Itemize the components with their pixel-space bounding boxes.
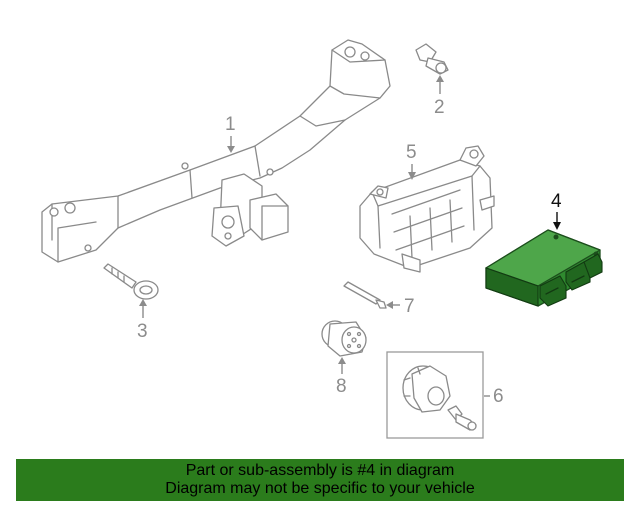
callout-3-label: 3 bbox=[137, 321, 148, 342]
callout-6-label: 6 bbox=[493, 386, 504, 407]
info-banner: Part or sub-assembly is #4 in diagram Di… bbox=[16, 459, 624, 501]
part-4-control-module[interactable] bbox=[485, 229, 603, 307]
callout-5: 5 bbox=[406, 142, 417, 180]
part-2-bolt[interactable] bbox=[415, 43, 449, 75]
part-1-hitch-crossbar[interactable] bbox=[41, 39, 391, 263]
banner-line-1: Part or sub-assembly is #4 in diagram bbox=[185, 462, 455, 479]
callout-8: 8 bbox=[336, 357, 347, 397]
callout-5-label: 5 bbox=[406, 142, 417, 163]
callout-1-label: 1 bbox=[225, 114, 236, 135]
callout-2-label: 2 bbox=[434, 97, 445, 118]
callout-1: 1 bbox=[225, 114, 236, 153]
callout-2: 2 bbox=[434, 75, 445, 118]
callout-7-label: 7 bbox=[404, 296, 415, 317]
part-5-bracket-assembly[interactable] bbox=[359, 145, 495, 273]
part-3-tow-eye[interactable] bbox=[103, 263, 159, 300]
callout-6: 6 bbox=[484, 386, 504, 407]
part-7-pin[interactable] bbox=[343, 281, 387, 309]
banner-line-2: Diagram may not be specific to your vehi… bbox=[165, 480, 475, 497]
callout-4: 4 bbox=[551, 191, 562, 230]
part-6-socket-kit[interactable] bbox=[386, 351, 484, 439]
part-8-socket[interactable] bbox=[321, 320, 367, 357]
callout-3: 3 bbox=[137, 299, 148, 342]
callout-7: 7 bbox=[386, 296, 415, 317]
callout-4-label: 4 bbox=[551, 191, 562, 212]
callout-8-label: 8 bbox=[336, 376, 347, 397]
